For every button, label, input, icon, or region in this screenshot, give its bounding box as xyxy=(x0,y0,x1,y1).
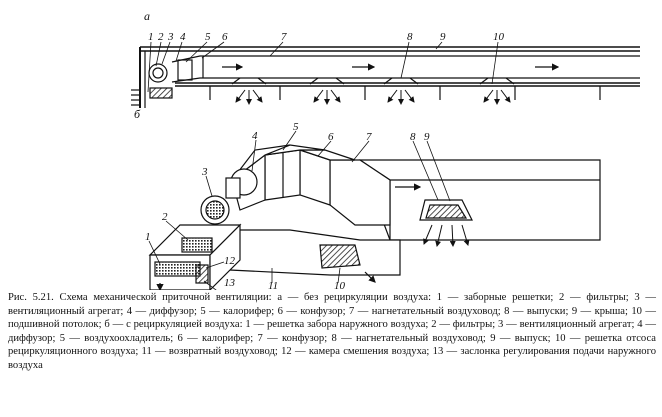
label-b-8: 8 xyxy=(410,131,416,143)
label-a-1: 1 xyxy=(148,31,154,43)
label-b-11: 11 xyxy=(268,280,278,290)
label-a-5: 5 xyxy=(205,31,211,43)
labels-a: 1 2 3 4 5 6 7 8 9 10 xyxy=(148,31,505,43)
label-b-3: 3 xyxy=(201,166,208,178)
label-b-1: 1 xyxy=(145,231,151,243)
label-b-5: 5 xyxy=(293,121,299,133)
label-b-10: 10 xyxy=(334,280,346,290)
figure-caption: Рис. 5.21. Схема механической приточной … xyxy=(8,292,656,371)
label-b-9: 9 xyxy=(424,131,430,143)
scheme-a xyxy=(131,41,640,108)
label-a-2: 2 xyxy=(158,31,164,43)
labels-b: 1 2 3 4 5 6 7 8 9 10 11 12 13 xyxy=(145,121,430,290)
sublabel-a: а xyxy=(144,9,150,23)
label-b-4: 4 xyxy=(252,130,258,142)
label-b-6: 6 xyxy=(328,131,334,143)
label-b-2: 2 xyxy=(162,211,168,223)
ventilation-diagram: а б 1 2 3 4 5 6 7 8 9 10 1 2 3 4 5 6 7 8… xyxy=(131,9,640,290)
label-b-12: 12 xyxy=(224,255,236,267)
label-a-3: 3 xyxy=(167,31,174,43)
label-a-4: 4 xyxy=(180,31,186,43)
sublabel-b: б xyxy=(134,107,141,121)
label-a-9: 9 xyxy=(440,31,446,43)
scheme-b xyxy=(148,130,601,290)
label-b-7: 7 xyxy=(366,131,372,143)
label-a-7: 7 xyxy=(281,31,287,43)
label-b-13: 13 xyxy=(224,277,236,289)
label-a-6: 6 xyxy=(222,31,228,43)
label-a-8: 8 xyxy=(407,31,413,43)
label-a-10: 10 xyxy=(493,31,505,43)
